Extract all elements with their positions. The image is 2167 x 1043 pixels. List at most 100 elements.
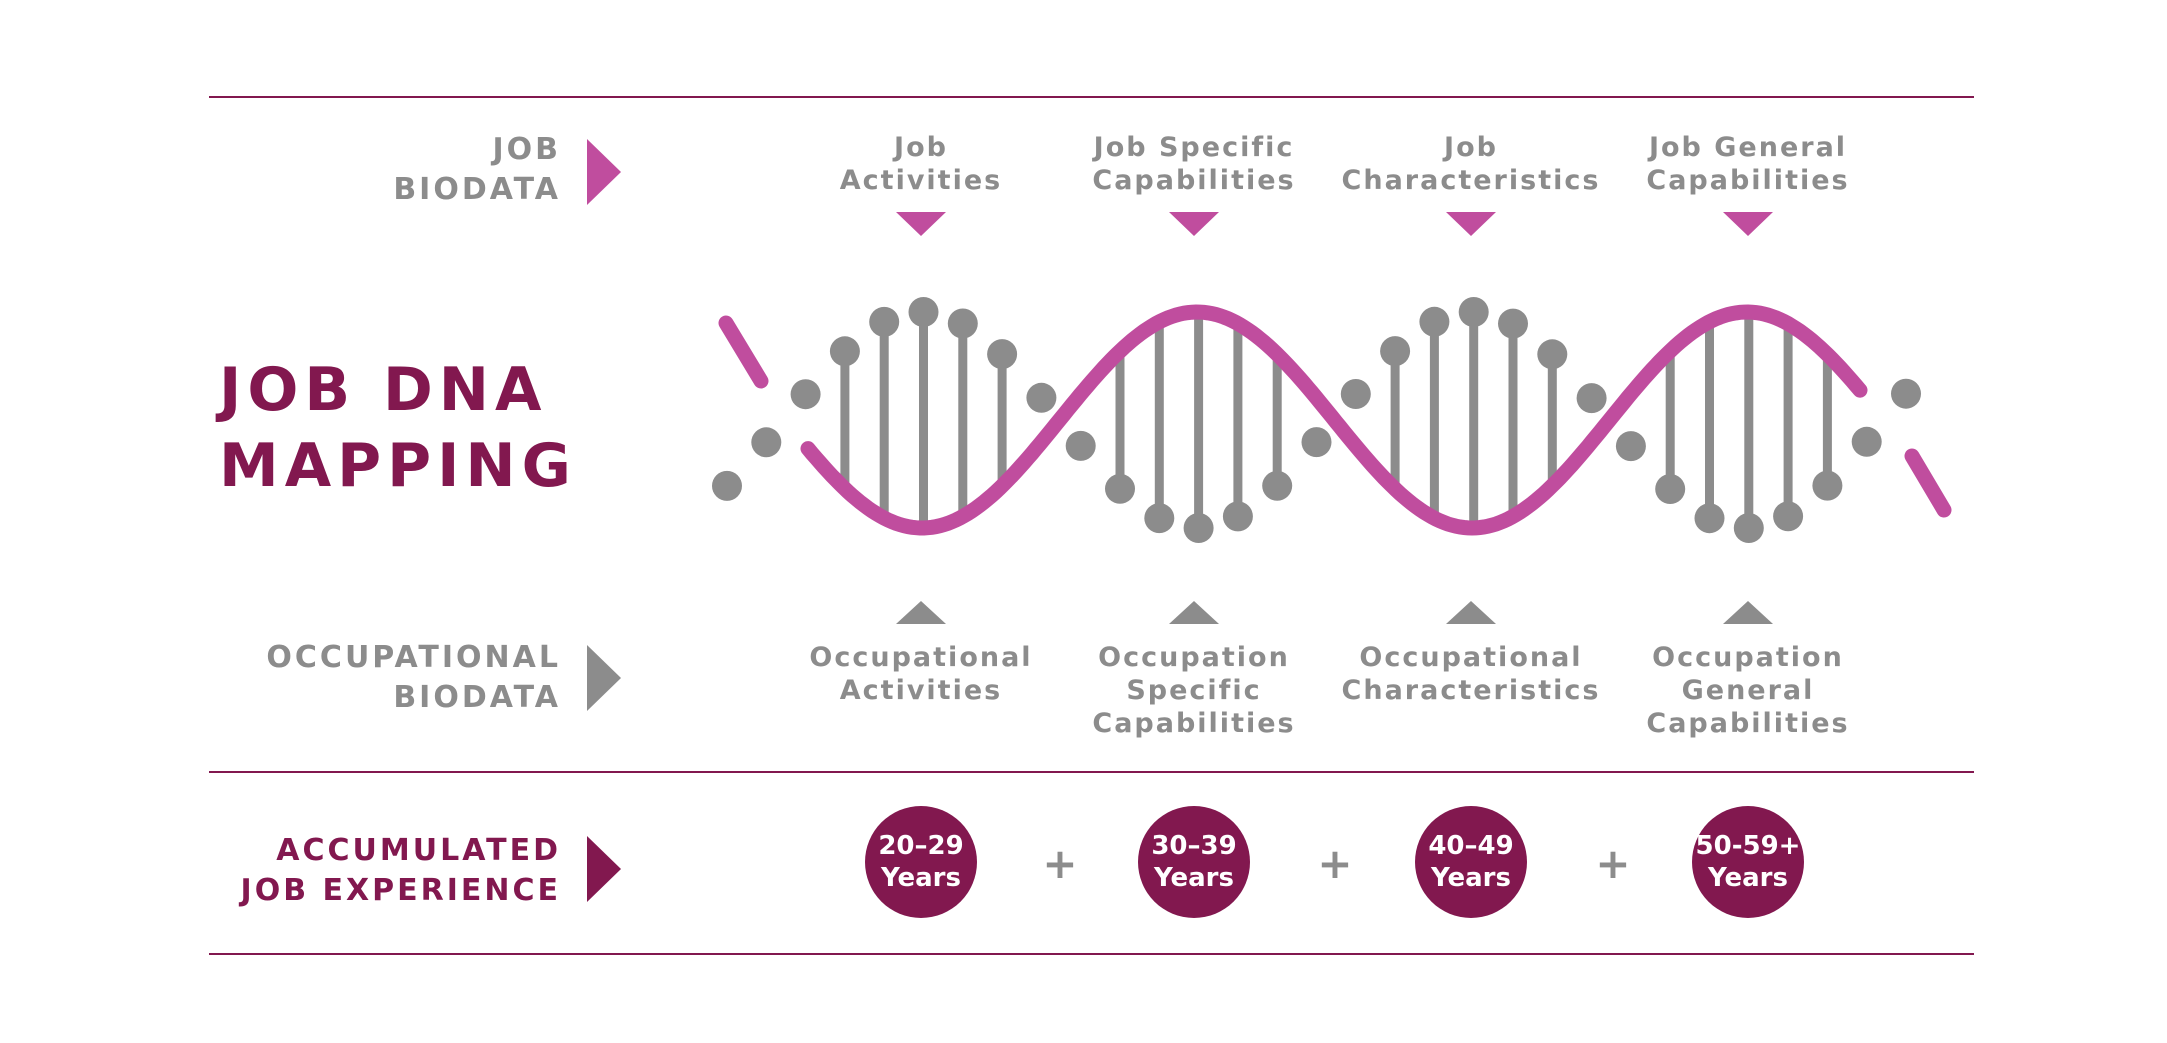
job-biodata-line1: JOB bbox=[492, 132, 561, 167]
label-line: Capabilities bbox=[1092, 708, 1296, 739]
label-line: Job Specific bbox=[1093, 132, 1295, 163]
helix-bead bbox=[1340, 379, 1371, 409]
label-line: Activities bbox=[839, 675, 1003, 706]
badge-range: 40–49 bbox=[1428, 831, 1514, 861]
helix-bead bbox=[1419, 306, 1450, 337]
helix-bead bbox=[1891, 378, 1921, 409]
badge-unit: Years bbox=[1154, 863, 1234, 893]
helix-bead bbox=[1733, 513, 1764, 543]
helix-bead bbox=[790, 379, 821, 410]
label-line: Characteristics bbox=[1341, 675, 1601, 706]
helix-bead bbox=[712, 470, 742, 501]
helix-bead bbox=[1655, 474, 1686, 504]
triangle-down-icon bbox=[1446, 212, 1496, 236]
label-line: Occupation bbox=[1098, 642, 1290, 673]
accumulated-line2: JOB EXPERIENCE bbox=[240, 873, 561, 908]
label-line: Capabilities bbox=[1646, 165, 1850, 196]
helix-bead bbox=[1458, 297, 1489, 327]
experience-badge: 20–29 Years bbox=[865, 806, 977, 918]
label-line: Job General bbox=[1648, 132, 1848, 163]
helix-bead bbox=[1222, 501, 1253, 532]
job-label-specific-capabilities: Job Specific Capabilities bbox=[1044, 131, 1344, 197]
label-line: Occupation bbox=[1652, 642, 1844, 673]
accumulated-experience-label: ACCUMULATED JOB EXPERIENCE bbox=[241, 831, 561, 911]
plus-sign: + bbox=[1595, 839, 1631, 888]
helix-bead bbox=[987, 339, 1018, 370]
badge-unit: Years bbox=[881, 863, 961, 893]
label-line: Specific bbox=[1126, 675, 1262, 706]
badge-unit: Years bbox=[1431, 863, 1511, 893]
experience-badge: 30–39 Years bbox=[1138, 806, 1250, 918]
label-line: Job bbox=[1444, 132, 1498, 163]
triangle-up-icon bbox=[1169, 601, 1219, 624]
strand-end-left bbox=[718, 315, 769, 389]
job-label-characteristics: Job Characteristics bbox=[1321, 131, 1621, 197]
accumulated-line1: ACCUMULATED bbox=[276, 833, 561, 868]
helix-bead bbox=[1301, 427, 1332, 458]
helix-bead bbox=[1065, 430, 1096, 461]
label-line: General bbox=[1681, 675, 1815, 706]
helix-bead bbox=[1105, 473, 1135, 504]
bottom-divider bbox=[209, 953, 1974, 955]
triangle-up-icon bbox=[1446, 601, 1496, 624]
label-line: Job bbox=[894, 132, 948, 163]
helix-bead bbox=[1851, 426, 1882, 457]
helix-bead bbox=[1262, 470, 1293, 501]
badge-range: 30–39 bbox=[1151, 831, 1237, 861]
middle-divider bbox=[209, 771, 1974, 773]
occupational-biodata-line1: OCCUPATIONAL bbox=[266, 640, 561, 675]
triangle-right-icon bbox=[587, 139, 621, 205]
title-line2: MAPPING bbox=[219, 431, 577, 501]
triangle-right-icon bbox=[587, 645, 621, 711]
label-line: Capabilities bbox=[1646, 708, 1850, 739]
helix-bead bbox=[1694, 503, 1725, 534]
label-line: Characteristics bbox=[1341, 165, 1601, 196]
triangle-up-icon bbox=[896, 601, 946, 624]
helix-bead bbox=[1812, 470, 1843, 501]
helix-bead bbox=[1183, 513, 1214, 543]
occupational-biodata-line2: BIODATA bbox=[393, 680, 561, 715]
label-line: Capabilities bbox=[1092, 165, 1296, 196]
occupational-label-general-capabilities: Occupation General Capabilities bbox=[1598, 641, 1898, 740]
plus-sign: + bbox=[1317, 839, 1353, 888]
helix-bead bbox=[908, 297, 939, 327]
job-biodata-line2: BIODATA bbox=[393, 172, 561, 207]
page-title: JOB DNA MAPPING bbox=[219, 352, 577, 504]
helix-bead bbox=[751, 427, 782, 458]
plus-sign: + bbox=[1042, 839, 1078, 888]
label-line: Occupational bbox=[809, 642, 1033, 673]
label-line: Occupational bbox=[1359, 642, 1583, 673]
triangle-right-icon bbox=[587, 836, 621, 902]
job-label-general-capabilities: Job General Capabilities bbox=[1598, 131, 1898, 197]
helix-bead bbox=[1380, 336, 1411, 367]
occupational-label-characteristics: Occupational Characteristics bbox=[1321, 641, 1621, 707]
occupational-label-specific-capabilities: Occupation Specific Capabilities bbox=[1044, 641, 1344, 740]
title-line1: JOB DNA bbox=[219, 355, 548, 425]
badge-unit: Years bbox=[1708, 863, 1788, 893]
strand-end-right bbox=[1904, 448, 1952, 518]
helix-bead bbox=[869, 306, 900, 337]
helix-bead bbox=[1576, 383, 1607, 414]
triangle-up-icon bbox=[1723, 601, 1773, 624]
triangle-down-icon bbox=[896, 212, 946, 236]
helix-bead bbox=[1026, 382, 1057, 413]
helix-bead bbox=[829, 336, 860, 367]
helix-bead bbox=[1537, 339, 1568, 370]
occupational-label-activities: Occupational Activities bbox=[771, 641, 1071, 707]
helix-bead bbox=[1615, 431, 1646, 462]
helix-bead bbox=[1498, 308, 1528, 339]
badge-range: 50-59+ bbox=[1695, 831, 1801, 861]
badge-range: 20–29 bbox=[878, 831, 964, 861]
helix-bead bbox=[1144, 503, 1175, 534]
label-line: Activities bbox=[839, 165, 1003, 196]
job-biodata-label: JOB BIODATA bbox=[393, 130, 561, 210]
top-divider bbox=[209, 96, 1974, 98]
helix-bead bbox=[1773, 501, 1804, 532]
helix-bead bbox=[947, 308, 978, 339]
triangle-down-icon bbox=[1723, 212, 1773, 236]
job-label-activities: Job Activities bbox=[771, 131, 1071, 197]
triangle-down-icon bbox=[1169, 212, 1219, 236]
experience-badge: 50-59+ Years bbox=[1692, 806, 1804, 918]
experience-badge: 40–49 Years bbox=[1415, 806, 1527, 918]
